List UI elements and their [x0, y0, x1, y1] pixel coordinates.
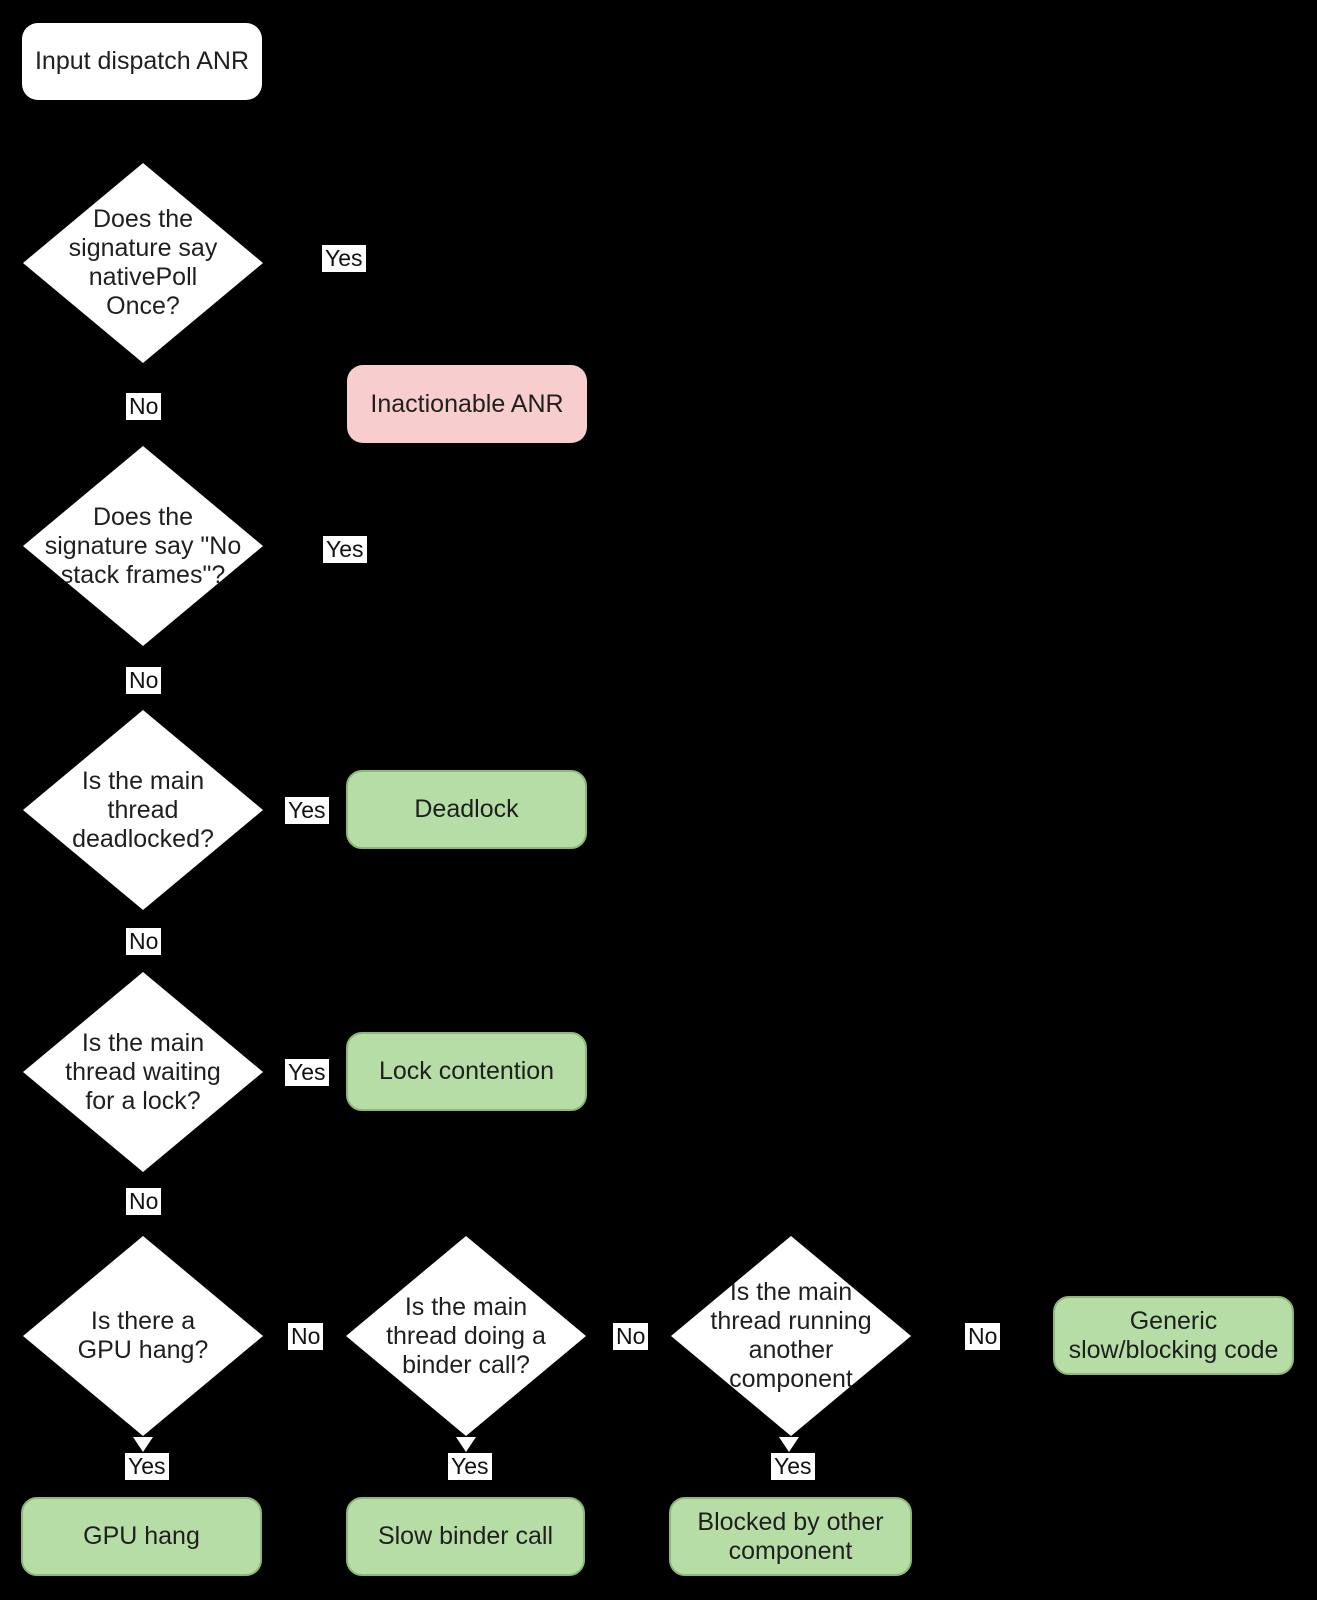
edge-label-waitinglock-no: No: [126, 1188, 162, 1215]
decision-main-thread-deadlocked: Is the main thread deadlocked?: [23, 710, 263, 910]
edge-label-nostackframes-yes: Yes: [323, 536, 367, 563]
outcome-blocked-by-other-component: Blocked by other component: [669, 1497, 912, 1576]
decision-no-stack-frames: Does the signature say "No stack frames"…: [23, 446, 263, 646]
edge-label-waitinglock-yes: Yes: [285, 1059, 329, 1086]
outcome-slow-binder-call: Slow binder call: [346, 1497, 585, 1576]
edge-label-nativepoll-yes: Yes: [322, 245, 366, 272]
decision-main-thread-waiting-lock: Is the main thread waiting for a lock?: [23, 972, 263, 1172]
outcome-inactionable-anr: Inactionable ANR: [347, 365, 587, 443]
start-node-input-dispatch-anr: Input dispatch ANR: [22, 23, 262, 100]
decision-gpu-hang: Is there a GPU hang?: [23, 1236, 263, 1436]
outcome-deadlock: Deadlock: [346, 770, 587, 849]
outcome-generic-slow-blocking-code: Generic slow/blocking code: [1053, 1296, 1294, 1375]
edge-label-nostackframes-no: No: [126, 667, 162, 694]
arrow-down-icon: [133, 1437, 153, 1452]
arrow-down-icon: [779, 1437, 799, 1452]
edge-label-anothercomponent-no: No: [965, 1323, 1001, 1350]
edge-label-gpuhang-no: No: [288, 1323, 324, 1350]
decision-nativepollonce: Does the signature say nativePoll Once?: [23, 163, 263, 363]
edge-label-deadlocked-no: No: [126, 928, 162, 955]
edge-label-bindercall-no: No: [613, 1323, 649, 1350]
decision-binder-call: Is the main thread doing a binder call?: [346, 1236, 586, 1436]
decision-running-another-component: Is the main thread running another compo…: [671, 1236, 911, 1436]
edge-label-bindercall-yes: Yes: [448, 1453, 492, 1480]
edge-label-anothercomponent-yes: Yes: [771, 1453, 815, 1480]
outcome-gpu-hang: GPU hang: [21, 1497, 262, 1576]
arrow-down-icon: [456, 1437, 476, 1452]
edge-label-deadlocked-yes: Yes: [285, 797, 329, 824]
edge-label-nativepoll-no: No: [126, 393, 162, 420]
edge-label-gpuhang-yes: Yes: [125, 1453, 169, 1480]
outcome-lock-contention: Lock contention: [346, 1032, 587, 1111]
